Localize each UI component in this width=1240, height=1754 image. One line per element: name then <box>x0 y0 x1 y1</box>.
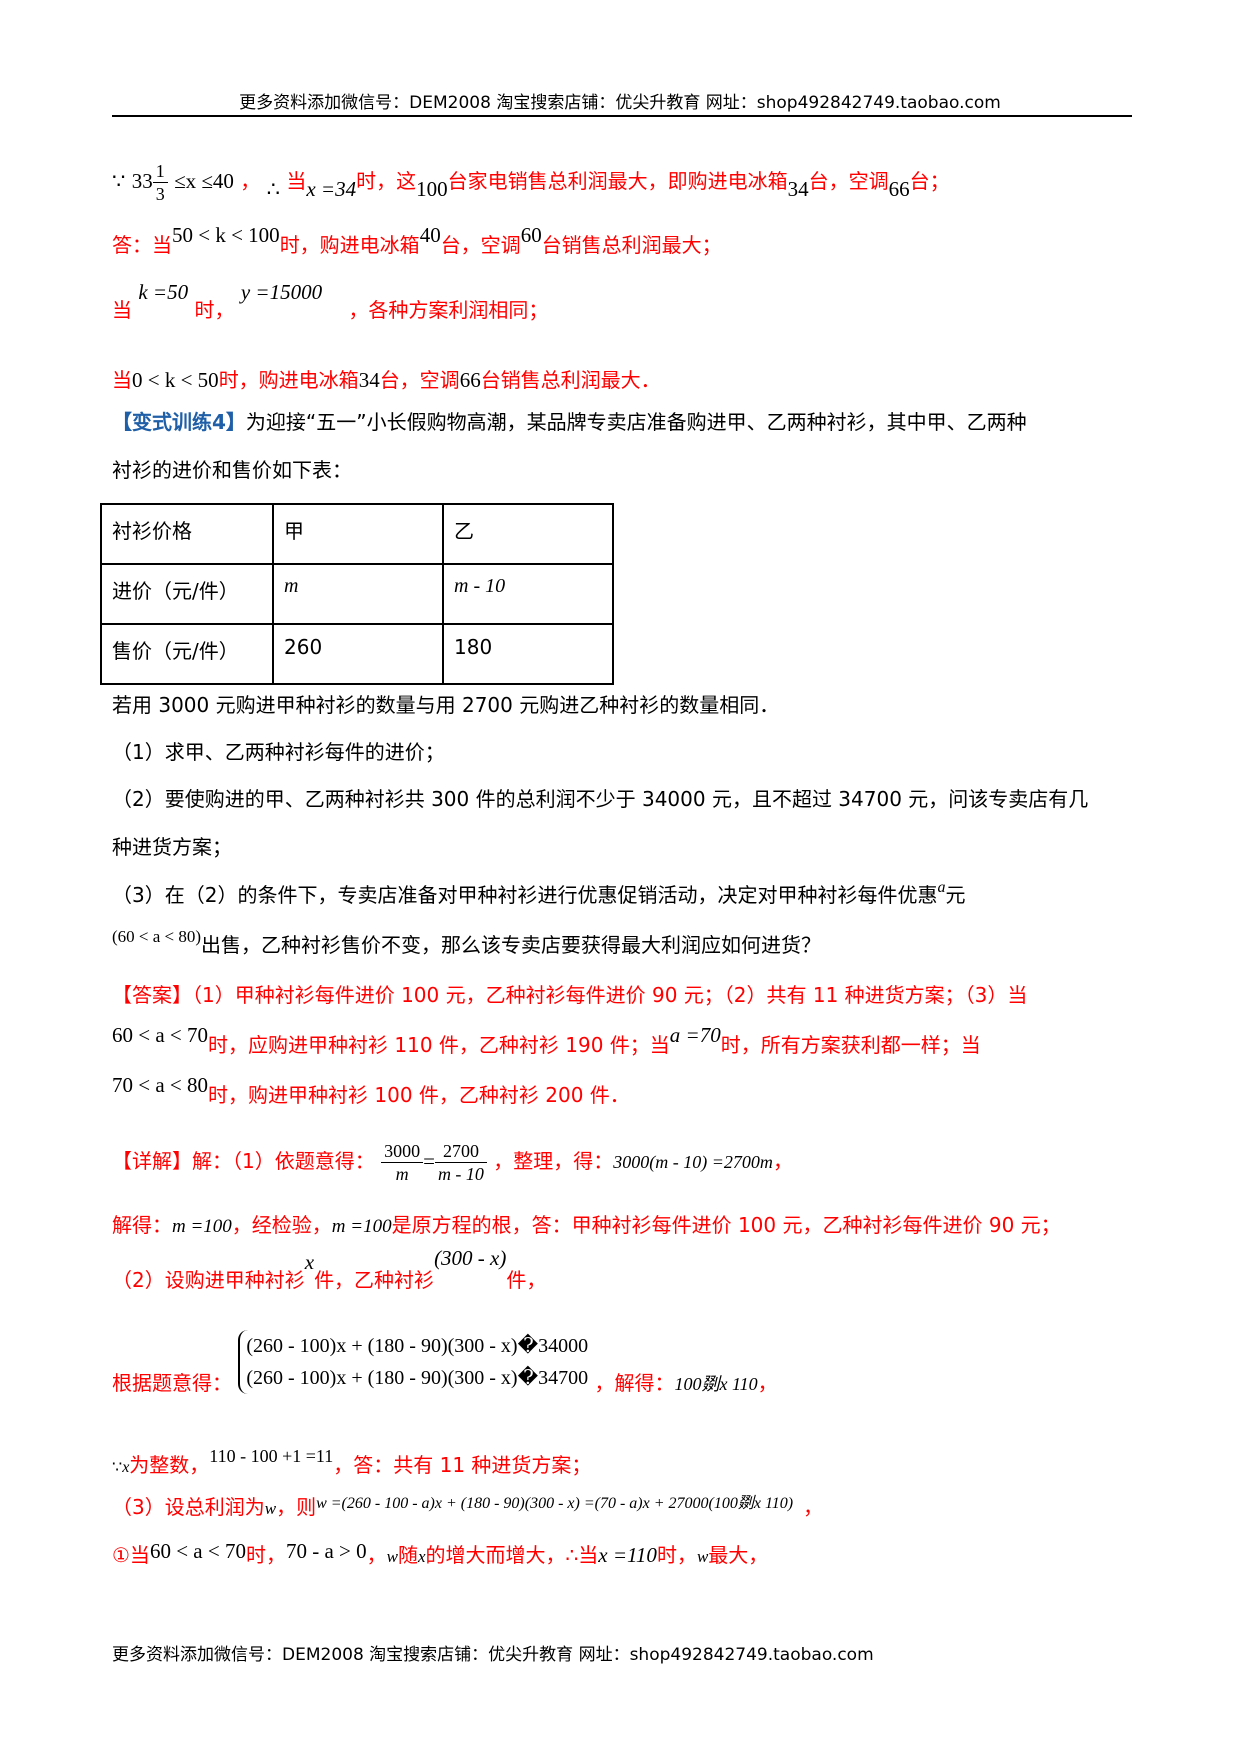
question-2-line-2: 种进货方案； <box>112 835 232 859</box>
answer-line-1: 【答案】（1）甲种衬衫每件进价 100 元，乙种衬衫每件进价 90 元；（2）共… <box>112 983 1028 1007</box>
inequality-system: (260 - 100)x + (180 - 90)(300 - x)�34000… <box>238 1330 588 1394</box>
table-header-cell: 乙 <box>442 503 614 565</box>
solution-line-6: （3）设总利润为w，则w =(260 - 100 - a)x + (180 - … <box>112 1495 824 1519</box>
prev-solution-line-3: 当 k =50 时， y =15000 ，各种方案利润相同； <box>112 280 549 322</box>
solution-line-7: ①当60 < a < 70时，70 - a > 0，w随x的增大而增大，∴当x … <box>112 1539 769 1567</box>
price-table: 衬衫价格 甲 乙 进价（元/件） m m - 10 售价（元/件） 260 18… <box>100 503 614 685</box>
solution-line-4: 根据题意得： (260 - 100)x + (180 - 90)(300 - x… <box>112 1330 778 1395</box>
page-footer-banner: 更多资料添加微信号：DEM2008 淘宝搜索店铺：优尖升教育 网址：shop49… <box>112 1645 874 1665</box>
table-row: 进价（元/件） m m - 10 <box>100 563 614 625</box>
problem-condition: 若用 3000 元购进甲种衬衫的数量与用 2700 元购进乙种衬衫的数量相同． <box>112 693 780 717</box>
table-cell: m <box>272 563 444 625</box>
table-cell: m - 10 <box>442 563 614 625</box>
table-header-cell: 甲 <box>272 503 444 565</box>
question-2-line-1: （2）要使购进的甲、乙两种衬衫共 300 件的总利润不少于 34000 元，且不… <box>112 787 1089 811</box>
prev-solution-line-2: 答：当50 < k < 100时，购进电冰箱40台，空调60台销售总利润最大； <box>112 223 722 257</box>
question-3-line-2: (60 < a < 80)出售，乙种衬衫售价不变，那么该专卖店要获得最大利润应如… <box>112 927 822 957</box>
answer-tag: 【答案】 <box>112 983 192 1007</box>
page-header-banner: 更多资料添加微信号：DEM2008 淘宝搜索店铺：优尖升教育 网址：shop49… <box>239 93 1001 113</box>
question-1: （1）求甲、乙两种衬衫每件的进价； <box>112 740 445 764</box>
exercise-tag: 【变式训练4】 <box>112 410 246 434</box>
table-row: 售价（元/件） 260 180 <box>100 623 614 685</box>
problem-intro-line-1: 【变式训练4】为迎接“五一”小长假购物高潮，某品牌专卖店准备购进甲、乙两种衬衫，… <box>112 410 1027 434</box>
prev-solution-line-4: 当0 < k < 50时，购进电冰箱34台，空调66台销售总利润最大． <box>112 368 661 392</box>
table-header-cell: 衬衫价格 <box>100 503 274 565</box>
table-cell: 260 <box>272 623 444 685</box>
table-cell: 180 <box>442 623 614 685</box>
header-divider <box>112 115 1132 117</box>
question-3-line-1: （3）在（2）的条件下，专卖店准备对甲种衬衫进行优惠促销活动，决定对甲种衬衫每件… <box>112 879 966 907</box>
table-cell: 进价（元/件） <box>100 563 274 625</box>
solution-line-3: （2）设购进甲种衬衫x件，乙种衬衫(300 - x)件， <box>112 1246 547 1292</box>
solution-line-5: ∵x为整数，110 - 100 +1 =11，答：共有 11 种进货方案； <box>112 1446 592 1477</box>
answer-line-2: 60 < a < 70时，应购进甲种衬衫 110 件，乙种衬衫 190 件；当a… <box>112 1023 981 1057</box>
problem-intro-line-2: 衬衫的进价和售价如下表： <box>112 458 352 482</box>
table-cell: 售价（元/件） <box>100 623 274 685</box>
answer-line-3: 70 < a < 80时，购进甲种衬衫 100 件，乙种衬衫 200 件． <box>112 1073 630 1107</box>
solution-line-2: 解得：m =100，经检验，m =100是原方程的根，答：甲种衬衫每件进价 10… <box>112 1213 1061 1237</box>
table-header-row: 衬衫价格 甲 乙 <box>100 503 614 565</box>
solution-tag: 【详解】 <box>112 1149 192 1173</box>
